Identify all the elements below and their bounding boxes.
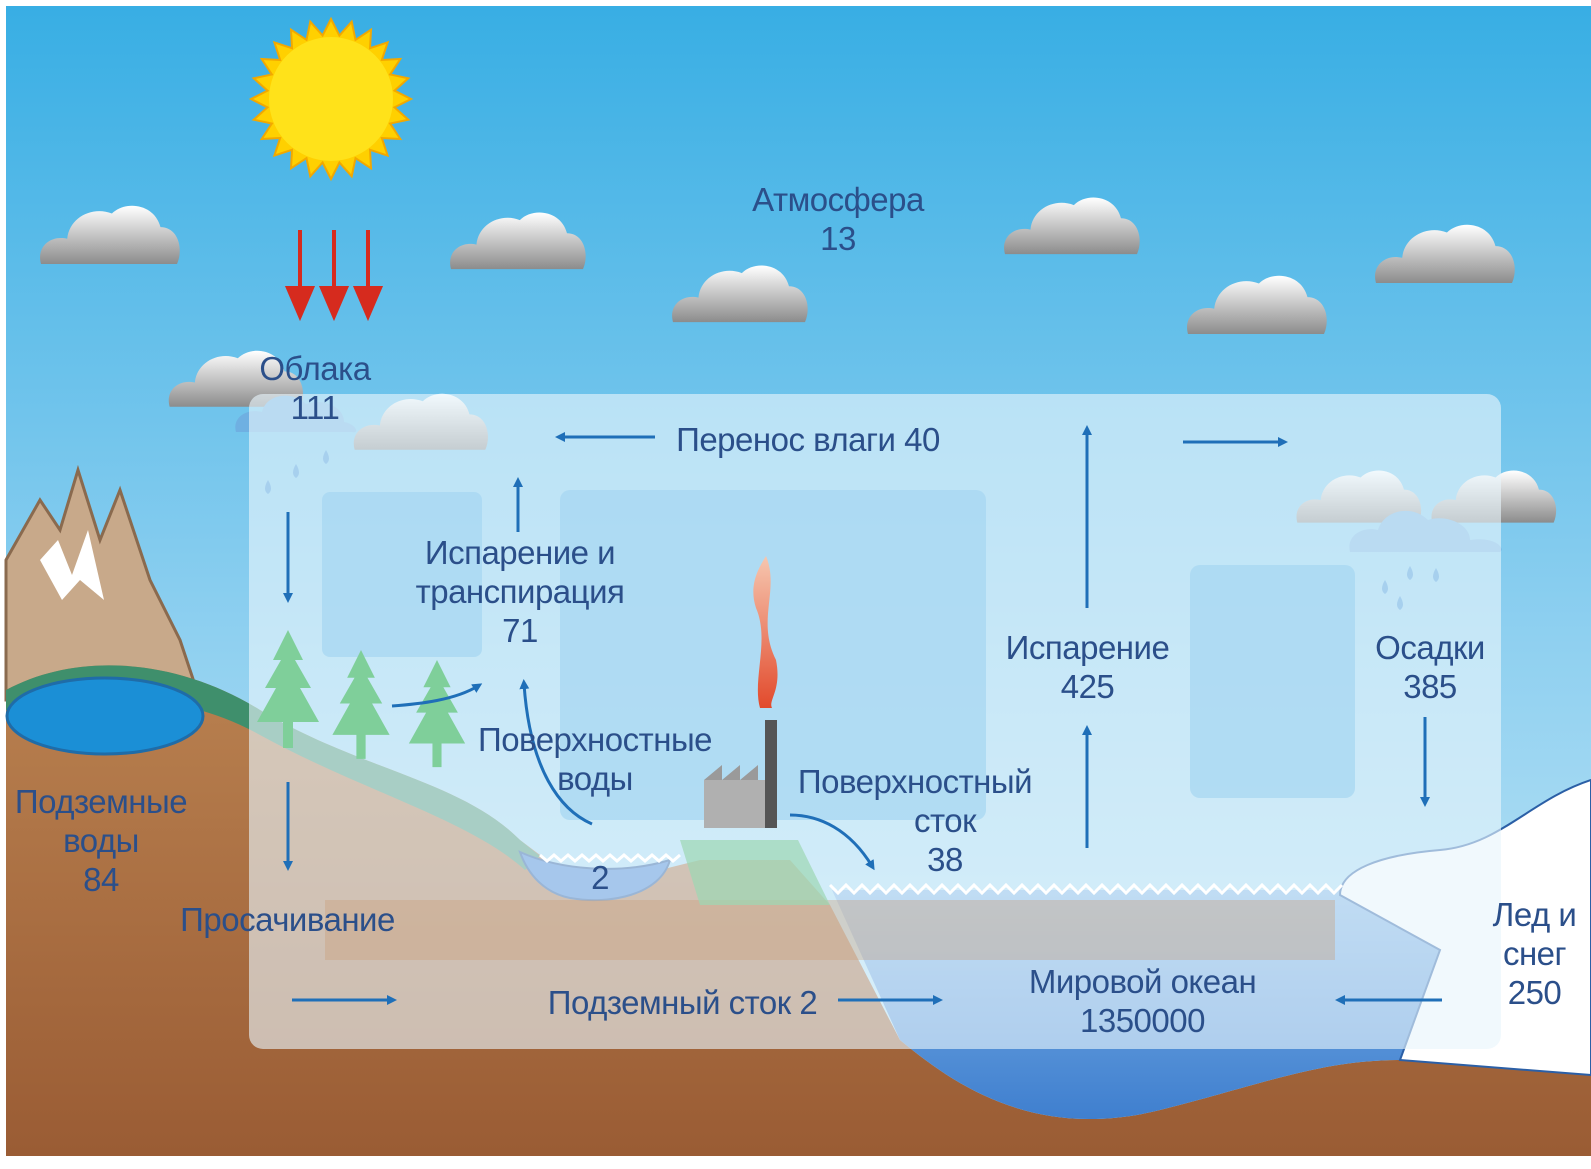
groundwater-runoff-label: Подземный сток 2 — [540, 983, 825, 1022]
ice-snow-value: 250 — [1507, 974, 1562, 1011]
atmosphere-value: 13 — [820, 220, 856, 257]
surface-runoff-value: 38 — [927, 841, 963, 878]
evapotranspiration-label: Испарение и транспирация 71 — [400, 533, 640, 650]
ice-snow-line2: снег — [1502, 935, 1567, 972]
precipitation-name: Осадки — [1375, 629, 1485, 666]
surface-runoff-line2: сток — [913, 802, 977, 839]
atmosphere-label: Атмосфера 13 — [738, 180, 938, 258]
lower-band — [325, 900, 1335, 960]
surface-runoff-label: Поверхностный сток 38 — [790, 762, 1040, 879]
ice-snow-line1: Лед и — [1492, 896, 1577, 933]
evaporation-name: Испарение — [1005, 629, 1170, 666]
world-ocean-value: 1350000 — [1080, 1002, 1205, 1039]
groundwater-label: Подземные воды 84 — [6, 782, 196, 899]
clouds-label: Облака 111 — [235, 349, 395, 427]
world-ocean-label: Мировой океан 1350000 — [1020, 962, 1265, 1040]
surface-water-line1: Поверхностные — [477, 721, 713, 758]
moisture-transfer-label: Перенос влаги 40 — [668, 420, 948, 459]
world-ocean-name: Мировой океан — [1028, 963, 1257, 1000]
precipitation-value: 385 — [1403, 668, 1457, 705]
groundwater-line1: Подземные — [14, 783, 188, 820]
evapotranspiration-value: 71 — [502, 612, 538, 649]
evapotranspiration-line2: транспирация — [415, 573, 625, 610]
evaporation-label: Испарение 425 — [995, 628, 1180, 706]
ice-snow-label: Лед и снег 250 — [1482, 895, 1587, 1012]
flow-arrows — [283, 425, 1442, 1005]
groundwater-lake — [5, 676, 205, 756]
atmosphere-name: Атмосфера — [752, 181, 924, 218]
surface-runoff-line1: Поверхностный — [797, 763, 1033, 800]
evapotranspiration-line1: Испарение и — [424, 534, 616, 571]
surface-water-value: 2 — [575, 858, 625, 897]
surface-water-label: Поверхностные воды — [470, 720, 720, 798]
moisture-transfer-text: Перенос влаги 40 — [676, 421, 940, 458]
groundwater-line2: воды — [63, 822, 139, 859]
sun-radiation-arrows — [284, 230, 384, 322]
precipitation-label: Осадки 385 — [1360, 628, 1500, 706]
surface-water-line2: воды — [557, 760, 633, 797]
inner-box-left — [322, 492, 482, 657]
infiltration-text: Просачивание — [180, 901, 395, 938]
clouds-value: 111 — [290, 389, 340, 426]
inner-box-right — [1190, 565, 1355, 798]
clouds-name: Облака — [259, 350, 371, 387]
surface-water-value-text: 2 — [591, 859, 609, 896]
groundwater-runoff-text: Подземный сток 2 — [547, 984, 818, 1021]
evaporation-value: 425 — [1060, 668, 1115, 705]
factory-icon — [680, 556, 830, 905]
groundwater-value: 84 — [83, 861, 119, 898]
water-surface-wave — [539, 853, 1344, 896]
infiltration-label: Просачивание — [175, 900, 400, 939]
sun-icon — [248, 16, 414, 182]
